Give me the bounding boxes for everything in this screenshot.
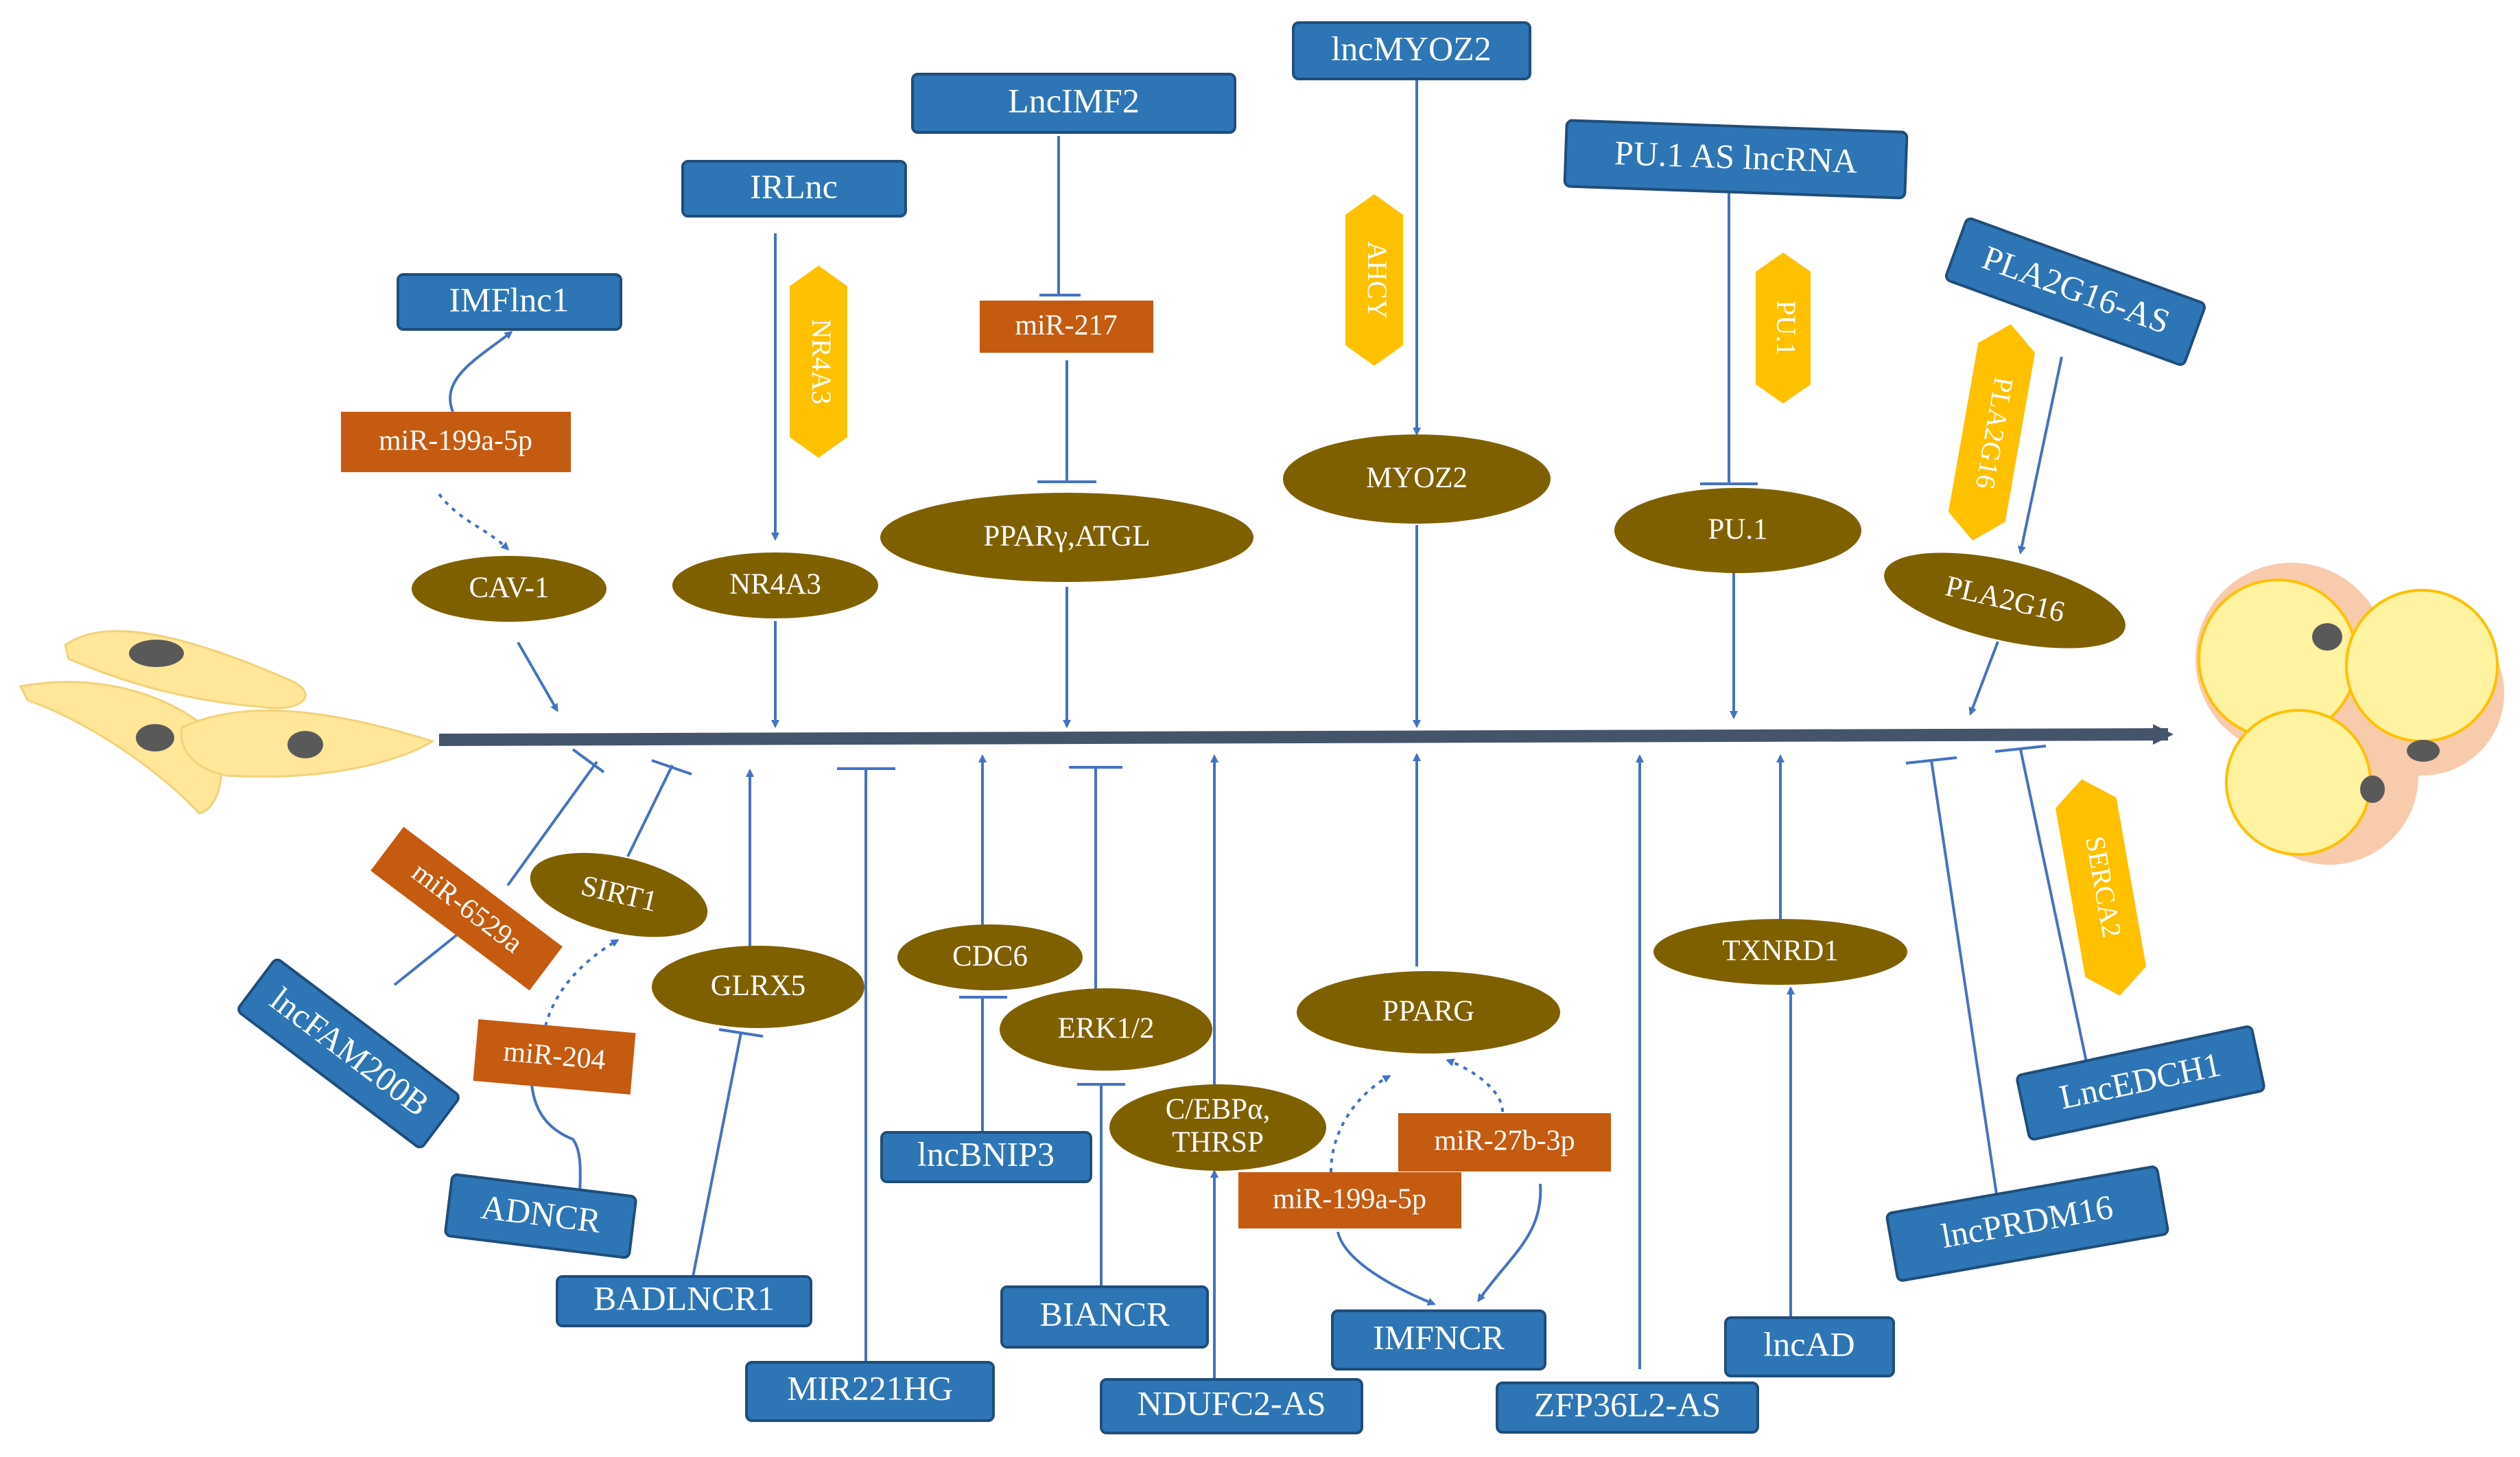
- lncrna-box-IMFNCR: IMFNCR: [1331, 1309, 1546, 1371]
- lncrna-box-IMFlnc1: IMFlnc1: [397, 273, 622, 331]
- lncrna-box-MIR221HG: MIR221HG: [745, 1361, 995, 1422]
- preadipocyte-cells: [19, 630, 435, 815]
- gene-node-GLRX5: GLRX5: [652, 946, 864, 1028]
- mature-adipocytes: [2195, 563, 2504, 865]
- gene-node-SIRT1: SIRT1: [530, 852, 708, 937]
- gene-node-CDC6: CDC6: [897, 924, 1083, 990]
- lncrna-label: lncAD: [1763, 1325, 1854, 1363]
- protein-hexagon-AHCY: AHCY: [1345, 194, 1403, 366]
- protein-label: AHCY: [1362, 241, 1393, 318]
- gene-node-CEBPA-THRSP: C/EBPα, THRSP: [1109, 1084, 1326, 1171]
- protein-hexagon-PU1: PU.1: [1756, 253, 1811, 404]
- lncrna-box-lncAD: lncAD: [1724, 1316, 1895, 1377]
- lncrna-box-NDUFC2-AS: NDUFC2-AS: [1100, 1378, 1363, 1434]
- lncrna-box-BADLNCR1: BADLNCR1: [556, 1275, 812, 1327]
- gene-label: PU.1: [1708, 513, 1767, 546]
- gene-label: GLRX5: [711, 970, 806, 1002]
- gene-node-PU1: PU.1: [1614, 488, 1861, 573]
- mirna-box-miR-204: miR-204: [473, 1019, 636, 1095]
- lncrna-box-LncIMF2: LncIMF2: [911, 73, 1236, 134]
- lncrna-label: BIANCR: [1040, 1294, 1170, 1333]
- protein-label: PU.1: [1771, 300, 1802, 355]
- gene-node-PPARG-ATGL: PPARγ,ATGL: [880, 493, 1253, 582]
- gene-node-NR4A3: NR4A3: [672, 552, 878, 618]
- lncrna-label: lncMYOZ2: [1331, 29, 1491, 67]
- mirna-box-miR-27b-3p: miR-27b-3p: [1398, 1113, 1611, 1172]
- differentiation-axis: [438, 724, 2174, 746]
- gene-node-PLA2G16: PLA2G16: [1884, 552, 2125, 649]
- lncrna-box-LncEDCH1: LncEDCH1: [2016, 1025, 2265, 1141]
- protein-hexagon-PLA2G16: PLA2G16: [1948, 324, 2036, 541]
- lncrna-label: lncBNIP3: [917, 1134, 1055, 1173]
- gene-node-ERK12: ERK1/2: [1000, 988, 1212, 1071]
- gene-label: TXNRD1: [1722, 935, 1839, 967]
- protein-hexagon-SERCA2: SERCA2: [2055, 779, 2147, 996]
- lncrna-label: IMFNCR: [1373, 1318, 1505, 1356]
- lncrna-label: NDUFC2-AS: [1137, 1384, 1326, 1422]
- lncrna-box-IRLnc: IRLnc: [681, 160, 907, 218]
- gene-node-TXNRD1: TXNRD1: [1653, 919, 1907, 985]
- lncrna-box-lncBNIP3: lncBNIP3: [880, 1131, 1092, 1183]
- gene-node-MYOZ2: MYOZ2: [1283, 434, 1551, 524]
- lncrna-box-lncMYOZ2: lncMYOZ2: [1292, 21, 1531, 80]
- lncrna-label: PU.1 AS lncRNA: [1614, 133, 1858, 180]
- mirna-box-miR-217: miR-217: [980, 301, 1153, 353]
- lncrna-label: LncIMF2: [1008, 81, 1140, 119]
- mirna-box-miR-199a-5p-top: miR-199a-5p: [341, 412, 571, 472]
- lncrna-box-lncPRDM16: lncPRDM16: [1885, 1165, 2169, 1282]
- protein-hexagon-NR4A3: NR4A3: [790, 266, 847, 458]
- lncrna-label: IRLnc: [750, 167, 838, 205]
- mirna-label: miR-217: [1015, 310, 1117, 342]
- gene-node-PPARG: PPARG: [1297, 971, 1560, 1053]
- gene-node-CAV1: CAV-1: [412, 556, 607, 622]
- mirna-box-miR-199a-5p-bottom: miR-199a-5p: [1238, 1172, 1461, 1228]
- gene-label: PPARγ,ATGL: [983, 520, 1150, 552]
- mirna-label: miR-199a-5p: [1273, 1184, 1426, 1215]
- gene-label-line1: C/EBPα,: [1166, 1093, 1271, 1126]
- gene-label: MYOZ2: [1366, 462, 1468, 494]
- gene-label: CAV-1: [469, 572, 549, 604]
- gene-label: CDC6: [952, 940, 1028, 972]
- lncrna-box-ADNCR: ADNCR: [444, 1173, 637, 1259]
- lncrna-box-BIANCR: BIANCR: [1000, 1285, 1209, 1349]
- mirna-label: miR-27b-3p: [1434, 1126, 1575, 1157]
- protein-label: NR4A3: [806, 319, 837, 404]
- lncrna-label: ZFP36L2-AS: [1534, 1385, 1721, 1423]
- lncrna-box-ZFP36L2-AS: ZFP36L2-AS: [1496, 1382, 1759, 1434]
- lncrna-box-lncFAM200B: lncFAM200B: [237, 958, 460, 1149]
- gene-label: ERK1/2: [1058, 1012, 1155, 1045]
- gene-label: NR4A3: [729, 568, 821, 601]
- gene-label-line2: THRSP: [1172, 1126, 1264, 1158]
- gene-label: PPARG: [1382, 995, 1475, 1027]
- lncrna-label: BADLNCR1: [593, 1279, 775, 1317]
- lncrna-label: MIR221HG: [787, 1368, 953, 1407]
- mirna-label: miR-199a-5p: [379, 426, 532, 457]
- lncrna-box-PU1-AS-lncRNA: PU.1 AS lncRNA: [1563, 119, 1909, 200]
- lncrna-label: IMFlnc1: [449, 280, 569, 318]
